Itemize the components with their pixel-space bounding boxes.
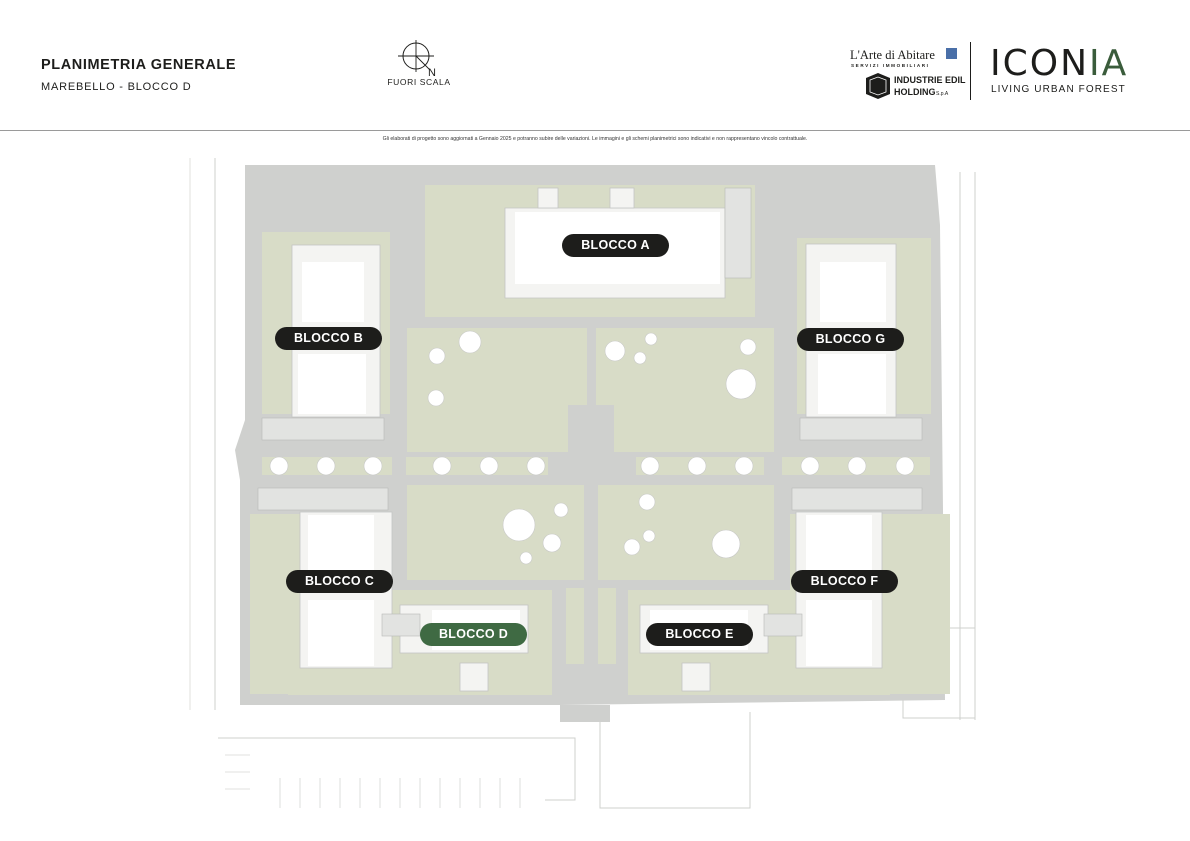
logo-divider: [970, 42, 971, 100]
ieh-suffix: S.p.A: [936, 91, 949, 97]
ieh-line1: INDUSTRIE EDILI: [894, 75, 966, 85]
ada-tagline: SERVIZI IMMOBILIARI: [851, 63, 930, 68]
disclaimer-text: Gli elaborati di progetto sono aggiornat…: [382, 136, 808, 142]
ada-name: L'Arte di Abitare: [850, 48, 935, 62]
iconia-accent: IA: [1089, 43, 1129, 84]
industrie-edili-holding-logo: INDUSTRIE EDILI HOLDING S.p.A: [866, 73, 966, 99]
block-label-d[interactable]: BLOCCO D: [420, 623, 527, 646]
arte-di-abitare-logo: L'Arte di Abitare SERVIZI IMMOBILIARI: [850, 48, 957, 68]
block-label-b[interactable]: BLOCCO B: [275, 327, 382, 350]
iconia-main: ICON: [990, 43, 1090, 84]
block-label-e[interactable]: BLOCCO E: [646, 623, 753, 646]
page-title: PLANIMETRIA GENERALE: [41, 57, 237, 73]
compass-icon: N: [398, 40, 436, 79]
block-label-a[interactable]: BLOCCO A: [562, 234, 669, 257]
header-rule: [0, 130, 1190, 131]
block-label-g[interactable]: BLOCCO G: [797, 328, 904, 351]
iconia-logo: ICONIA: [990, 44, 1128, 84]
block-label-f[interactable]: BLOCCO F: [791, 570, 898, 593]
scale-note: FUORI SCALA: [387, 77, 451, 87]
page-subtitle: MAREBELLO - BLOCCO D: [41, 81, 192, 93]
compass-north-label: N: [428, 67, 436, 79]
block-label-c[interactable]: BLOCCO C: [286, 570, 393, 593]
ieh-line2: HOLDING: [894, 87, 936, 97]
iconia-tagline: LIVING URBAN FOREST: [991, 84, 1126, 95]
